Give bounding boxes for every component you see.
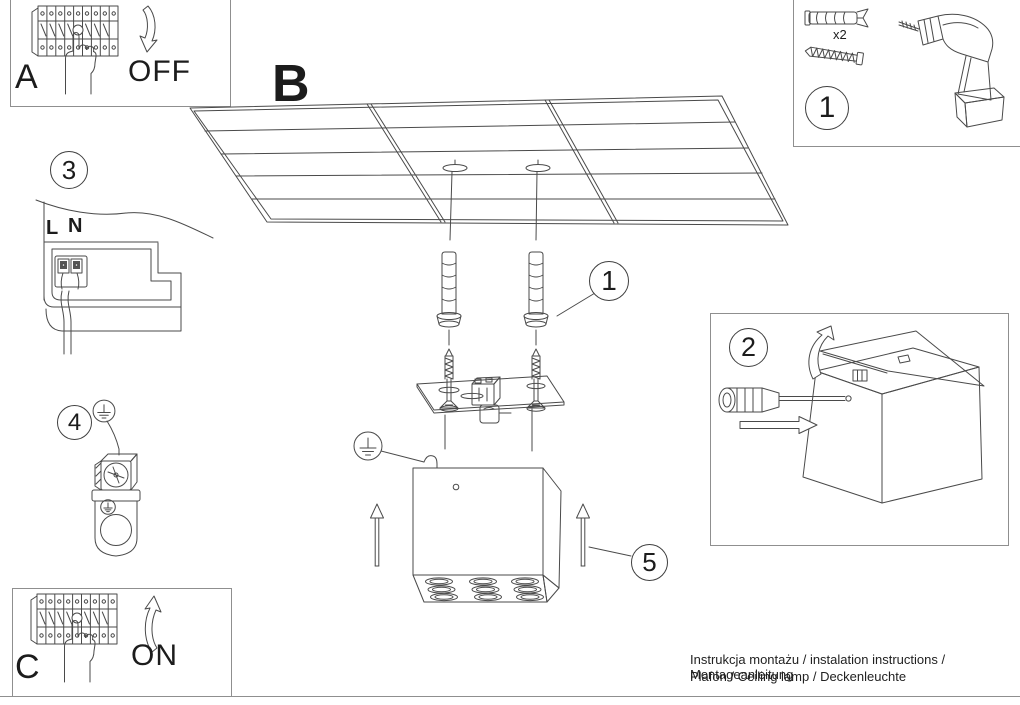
panel-c-label: C xyxy=(15,648,40,686)
on-label: ON xyxy=(131,639,178,672)
callout-line-anchors xyxy=(557,293,595,316)
footer-product-line: Plafon / Ceiling lamp / Deckenleuchte xyxy=(690,669,907,684)
step-2-number: 2 xyxy=(740,332,757,362)
step-4-number: 4 xyxy=(67,408,82,436)
earth-clamp-drawing xyxy=(92,399,140,556)
step-5-number: 5 xyxy=(642,547,657,577)
step-5-badge: 5 xyxy=(631,544,668,581)
off-label: OFF xyxy=(128,55,191,88)
mounting-plate xyxy=(417,376,564,451)
panel-c-frame xyxy=(12,588,232,697)
wire-neutral-label: N xyxy=(68,215,83,237)
step-3-number: 3 xyxy=(61,154,77,185)
step-1-parts-number: 1 xyxy=(818,91,836,124)
step-1-anchors-badge: 1 xyxy=(589,261,629,301)
wall-plugs xyxy=(436,251,549,412)
panel-a-label: A xyxy=(15,58,38,96)
panel-b-label: B xyxy=(272,55,310,113)
drill-holes xyxy=(443,160,550,240)
step-1-anchors-number: 1 xyxy=(601,265,617,296)
wiring-sketch xyxy=(36,200,213,354)
lamp-body xyxy=(413,468,561,602)
step-4-badge: 4 xyxy=(57,405,92,440)
anchor-quantity-label: x2 xyxy=(833,27,847,42)
earth-icon xyxy=(353,431,437,468)
panel-2-frame xyxy=(710,313,1009,546)
panel-parts-frame xyxy=(793,0,1020,147)
step-3-badge: 3 xyxy=(50,151,88,189)
panel-a-frame xyxy=(10,0,231,107)
footer-instructions-line: Instrukcja montażu / instalation instruc… xyxy=(690,652,946,682)
step-1-parts-badge: 1 xyxy=(805,86,849,130)
wire-live-label: L xyxy=(46,217,59,239)
step-2-badge: 2 xyxy=(729,328,768,367)
mount-arrows xyxy=(370,503,632,567)
ceiling-grid xyxy=(190,96,788,225)
page-bottom-rule xyxy=(0,696,1020,697)
